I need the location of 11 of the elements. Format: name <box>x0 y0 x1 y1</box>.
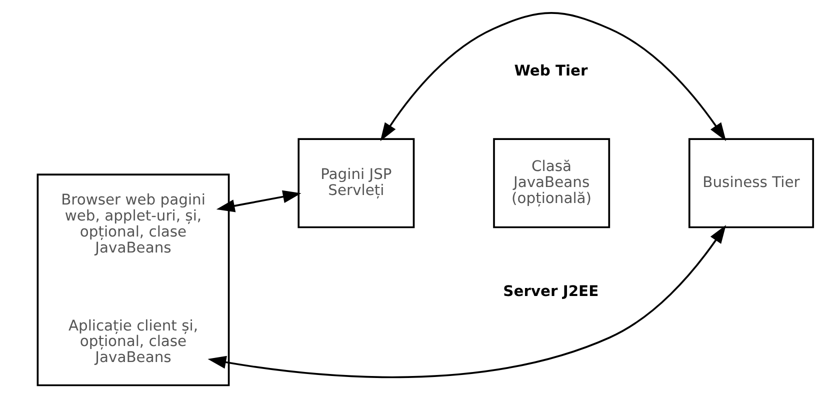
node-text: Browser web pagini web, applet-uri, și, opțional, clase JavaBeans <box>60 192 205 256</box>
label: Web Tier <box>514 62 588 80</box>
label: Server J2EE <box>502 282 598 300</box>
arrow <box>380 12 726 142</box>
node-text: Aplicație client și, opțional, clase JavaBeans <box>68 317 198 366</box>
arrow <box>216 190 301 212</box>
node-box: Clasă JavaBeans (opțională) <box>492 138 610 228</box>
arrow <box>207 225 726 378</box>
cluster <box>36 174 230 386</box>
node-box: Pagini JSP Servleți <box>297 138 414 228</box>
node-box: Business Tier <box>688 138 814 228</box>
